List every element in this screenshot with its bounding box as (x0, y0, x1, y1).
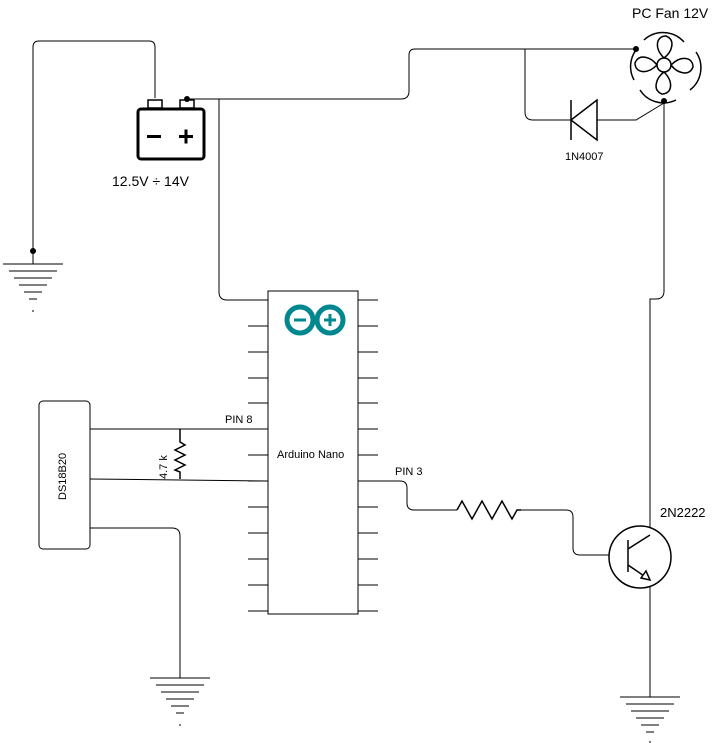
pullup-resistor-label: 4.7 k (158, 455, 170, 479)
base-resistor-symbol (456, 499, 521, 521)
wire-pin3-resistor (357, 480, 457, 511)
wire-battery-pos-arduino (218, 99, 268, 301)
battery-symbol (136, 99, 206, 161)
arduino-logo-marks (294, 314, 336, 326)
wire-ds18b20-supply (89, 478, 269, 482)
transistor-symbol (608, 525, 672, 589)
arduino-logo (284, 304, 346, 336)
wire-battery-pos-fan (187, 48, 636, 100)
arduino-label: Arduino Nano (277, 449, 345, 461)
diode-symbol (569, 98, 598, 142)
wires (32, 40, 665, 697)
fan-label: PC Fan 12V (632, 5, 709, 21)
ds18b20-body (38, 400, 91, 550)
transistor-label: 2N2222 (660, 505, 706, 520)
ground-symbol-left (3, 251, 63, 312)
pin8-label: PIN 8 (225, 414, 253, 426)
wire-resistor-base (521, 509, 628, 556)
wire-diode-top (524, 49, 571, 121)
wire-ds18b20-ground (90, 527, 181, 678)
junction-dot (184, 96, 190, 102)
pullup-resistor-symbol (173, 429, 187, 479)
junction-dots (30, 46, 667, 254)
junction-dot (633, 46, 639, 52)
ground-symbol-sensor (150, 677, 210, 726)
diode-label: 1N4007 (565, 151, 604, 163)
wire-battery-neg-ground (32, 40, 156, 264)
fan-symbol (629, 31, 702, 104)
ground-symbol-transistor (620, 696, 680, 743)
arduino-nano (248, 290, 378, 615)
pin3-label: PIN 3 (395, 466, 423, 478)
arduino-pins (248, 299, 378, 612)
battery-label: 12.5V ÷ 14V (112, 173, 189, 189)
wire-diode-right (597, 102, 665, 121)
wire-fan-transistor (649, 101, 665, 535)
ds18b20-label: DS18B20 (57, 452, 69, 500)
